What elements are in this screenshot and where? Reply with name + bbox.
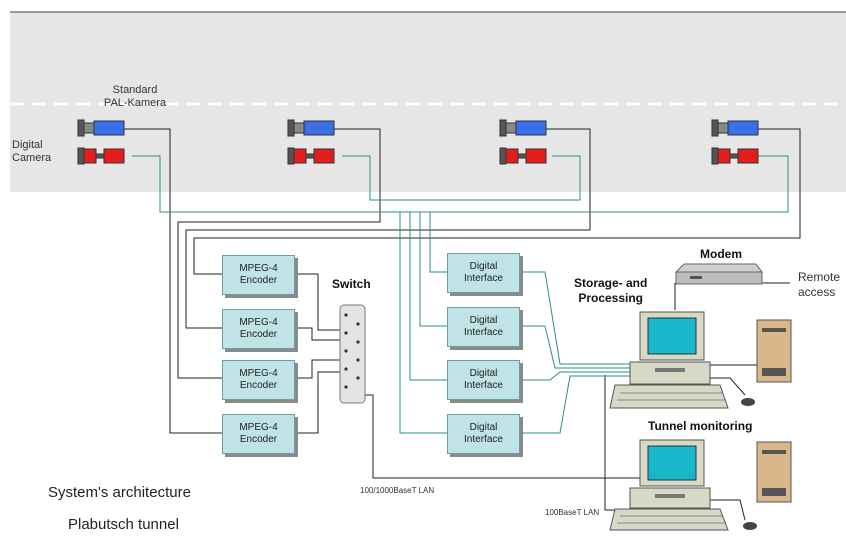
digital-camera-icon-2 [287,147,335,165]
switch-port [344,349,348,353]
standard-camera-icon-4 [711,119,759,137]
digital-wires [132,155,789,434]
standard-camera-label: Standard PAL-Kamera [103,84,167,109]
switch-port [356,340,360,344]
digital-camera-icon-1 [77,147,125,165]
digital-interface-box-2: Digital Interface [447,307,520,347]
switch-port [344,385,348,389]
digital-interface-box-1: Digital Interface [447,253,520,293]
analog-wires [124,128,801,521]
switch-port [344,367,348,371]
digital-interface-box-4: Digital Interface [447,414,520,454]
standard-camera-icon-1 [77,119,125,137]
switch-label: Switch [332,277,371,291]
storage-pc-icon [609,311,792,409]
caption-system-architecture: System's architecture [48,484,191,501]
switch-device [339,304,366,404]
switch-port [356,376,360,380]
tunnel-monitoring-label: Tunnel monitoring [648,419,753,433]
remote-access-label: Remote access [798,270,841,299]
standard-camera-icon-3 [499,119,547,137]
encoder-box-2: MPEG-4 Encoder [222,309,295,349]
digital-camera-label: Digital Camera [12,139,52,164]
modem-device [674,263,763,285]
standard-cameras [77,119,759,137]
lan-1000-label: 100/1000BaseT LAN [360,486,435,495]
encoder-box-4: MPEG-4 Encoder [222,414,295,454]
modem-label: Modem [700,247,742,261]
digital-camera-icon-3 [499,147,547,165]
caption-plabutsch-tunnel: Plabutsch tunnel [68,516,179,533]
digital-cameras [77,147,759,165]
digital-camera-icon-4 [711,147,759,165]
switch-port [356,358,360,362]
encoder-box-1: MPEG-4 Encoder [222,255,295,295]
switch-port [344,331,348,335]
storage-processing-label: Storage- and Processing [574,276,648,305]
digital-interface-box-3: Digital Interface [447,360,520,400]
lan-100-label: 100BaseT LAN [545,508,600,517]
switch-port [344,313,348,317]
encoder-box-3: MPEG-4 Encoder [222,360,295,400]
switch-port [356,322,360,326]
monitoring-pc-icon [609,439,792,531]
tunnel-road [10,12,846,192]
standard-camera-icon-2 [287,119,335,137]
